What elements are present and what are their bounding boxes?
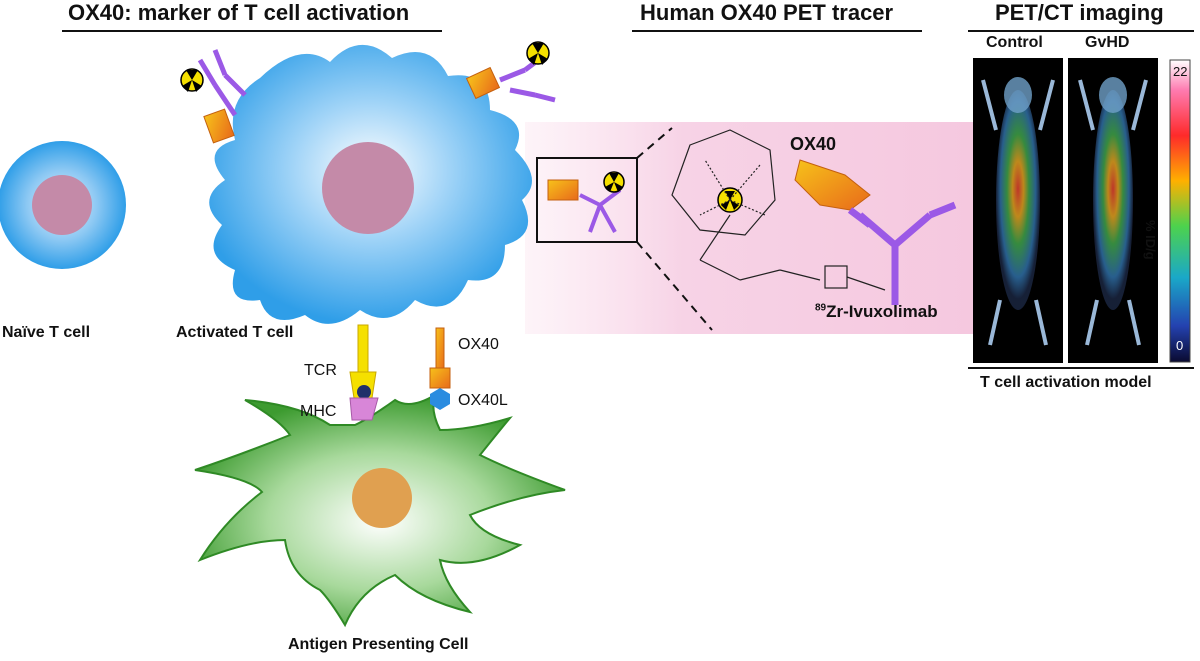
section-title-ox40-marker: OX40: marker of T cell activation: [68, 0, 410, 25]
scale-min-label: 0: [1176, 338, 1184, 353]
pet-caption-rule: [968, 367, 1194, 369]
naive-t-cell: [0, 141, 126, 269]
ox40-antibody-large: [794, 159, 957, 305]
tracer-name: Zr-Ivuxolimab: [826, 302, 938, 321]
inset-zoom-box: [536, 127, 713, 331]
apc-label: Antigen Presenting Cell: [288, 636, 469, 653]
tracer-name-label: 89Zr-Ivuxolimab: [815, 302, 938, 322]
scale-max-label: 22: [1173, 64, 1188, 79]
pet-caption: T cell activation model: [980, 374, 1152, 391]
receptor-antibody-top-left: [180, 49, 247, 144]
pet-control-label: Control: [986, 34, 1043, 51]
activated-t-cell: [209, 44, 532, 324]
tcr-label: TCR: [304, 362, 337, 379]
section-rule-right: [968, 30, 1194, 32]
pet-gvhd-label: GvHD: [1085, 34, 1130, 51]
scale-unit-label: % ID/g: [1143, 220, 1158, 260]
mhc-label: MHC: [300, 403, 337, 420]
section-rule-left: [62, 30, 442, 32]
pet-image-gvhd: [1068, 58, 1158, 363]
antigen-presenting-cell: [194, 392, 566, 628]
ox40l-label: OX40L: [458, 392, 508, 409]
pet-image-control: [973, 58, 1063, 363]
section-title-tracer: Human OX40 PET tracer: [640, 0, 894, 25]
color-scale-bar: [1169, 59, 1191, 363]
isotope-superscript: 89: [815, 302, 827, 314]
activated-t-cell-label: Activated T cell: [176, 324, 294, 341]
section-title-pet-ct: PET/CT imaging: [995, 0, 1164, 25]
receptor-antibody-top-right: [465, 41, 556, 103]
tcr-mhc-complex: [349, 324, 379, 421]
chelator-structure: [671, 129, 886, 291]
tracer-ox40-label: OX40: [790, 134, 837, 154]
ox40-ox40l-bond: [429, 327, 451, 410]
ox40-label: OX40: [458, 336, 499, 353]
section-rule-middle: [632, 30, 922, 32]
naive-t-cell-label: Naïve T cell: [2, 324, 91, 341]
